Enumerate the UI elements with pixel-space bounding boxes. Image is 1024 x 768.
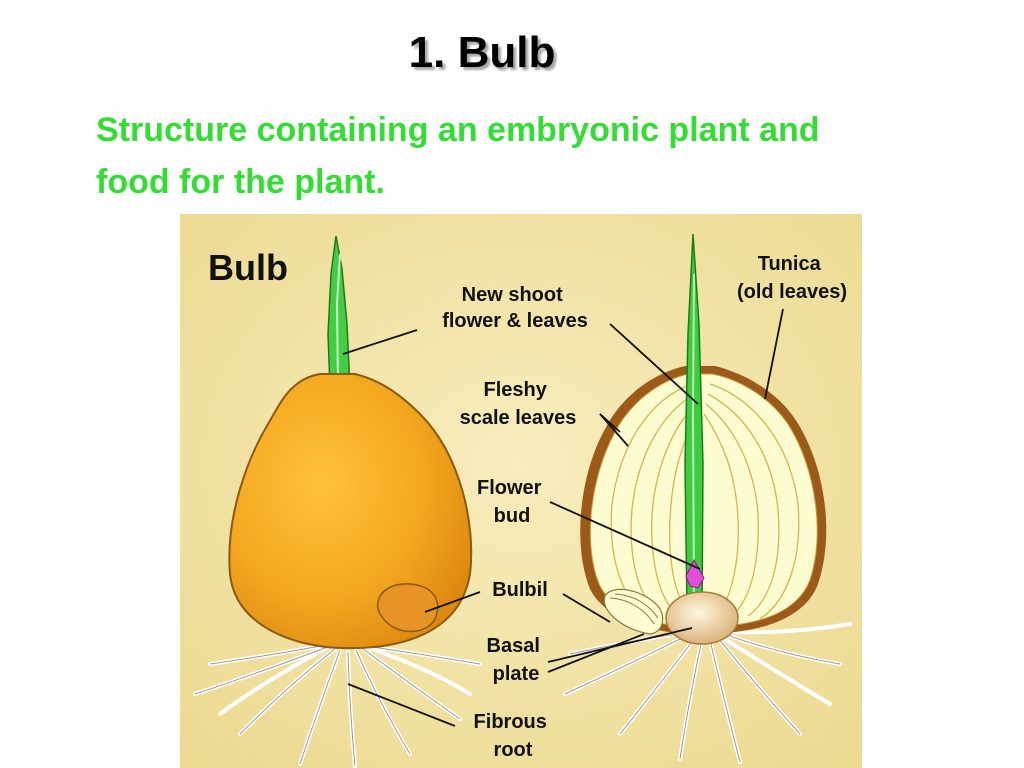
label-basal-plate-line2: plate — [493, 663, 540, 685]
svg-text:Basal plate: Basal plate — [487, 635, 546, 685]
label-new-shoot-line1: New shoot — [462, 284, 563, 306]
flower-bud — [685, 558, 705, 589]
svg-text:New shoot flower & leaves: New shoot flower & leaves — [442, 284, 588, 332]
bulb-cross-section — [563, 233, 852, 764]
svg-text:Fibrous root: Fibrous root — [474, 711, 553, 761]
label-bulbil: Bulbil — [492, 579, 548, 601]
svg-text:Flower bud: Flower bud — [477, 477, 547, 527]
svg-text:Tunica (old leaves): Tunica (old leaves) — [737, 253, 847, 303]
label-fleshy-scale-line2: scale leaves — [460, 407, 577, 429]
leader-lines — [342, 308, 784, 727]
subtitle-line-1: Structure containing an embryonic plant … — [96, 111, 820, 149]
whole-bulb — [193, 235, 482, 768]
whole-bulb-bulbil — [377, 583, 439, 633]
basal-plate — [665, 591, 739, 645]
bulbil-cross-section — [603, 588, 664, 635]
bulb-diagram: Bulb New shoot flower & leaves Tunica (o… — [180, 214, 862, 768]
label-tunica-line2: (old leaves) — [737, 281, 847, 303]
subtitle-line-2: food for the plant. — [96, 163, 385, 201]
label-fibrous-root-line1: Fibrous — [474, 711, 547, 733]
label-basal-plate-line1: Basal — [487, 635, 540, 657]
label-fibrous-root-line2: root — [494, 739, 533, 761]
label-flower-bud-line1: Flower — [477, 477, 542, 499]
label-new-shoot-line2: flower & leaves — [442, 310, 588, 332]
label-fleshy-scale-line1: Fleshy — [484, 379, 548, 401]
svg-text:Fleshy scale leaves: Fleshy scale leaves — [460, 379, 577, 429]
label-tunica-line1: Tunica — [758, 253, 822, 275]
slide-title: 1. Bulb — [408, 28, 556, 77]
diagram-heading: Bulb — [208, 247, 288, 288]
whole-bulb-body — [228, 373, 473, 650]
slide-subtitle: Structure containing an embryonic plant … — [96, 104, 976, 208]
label-flower-bud-line2: bud — [494, 505, 531, 527]
